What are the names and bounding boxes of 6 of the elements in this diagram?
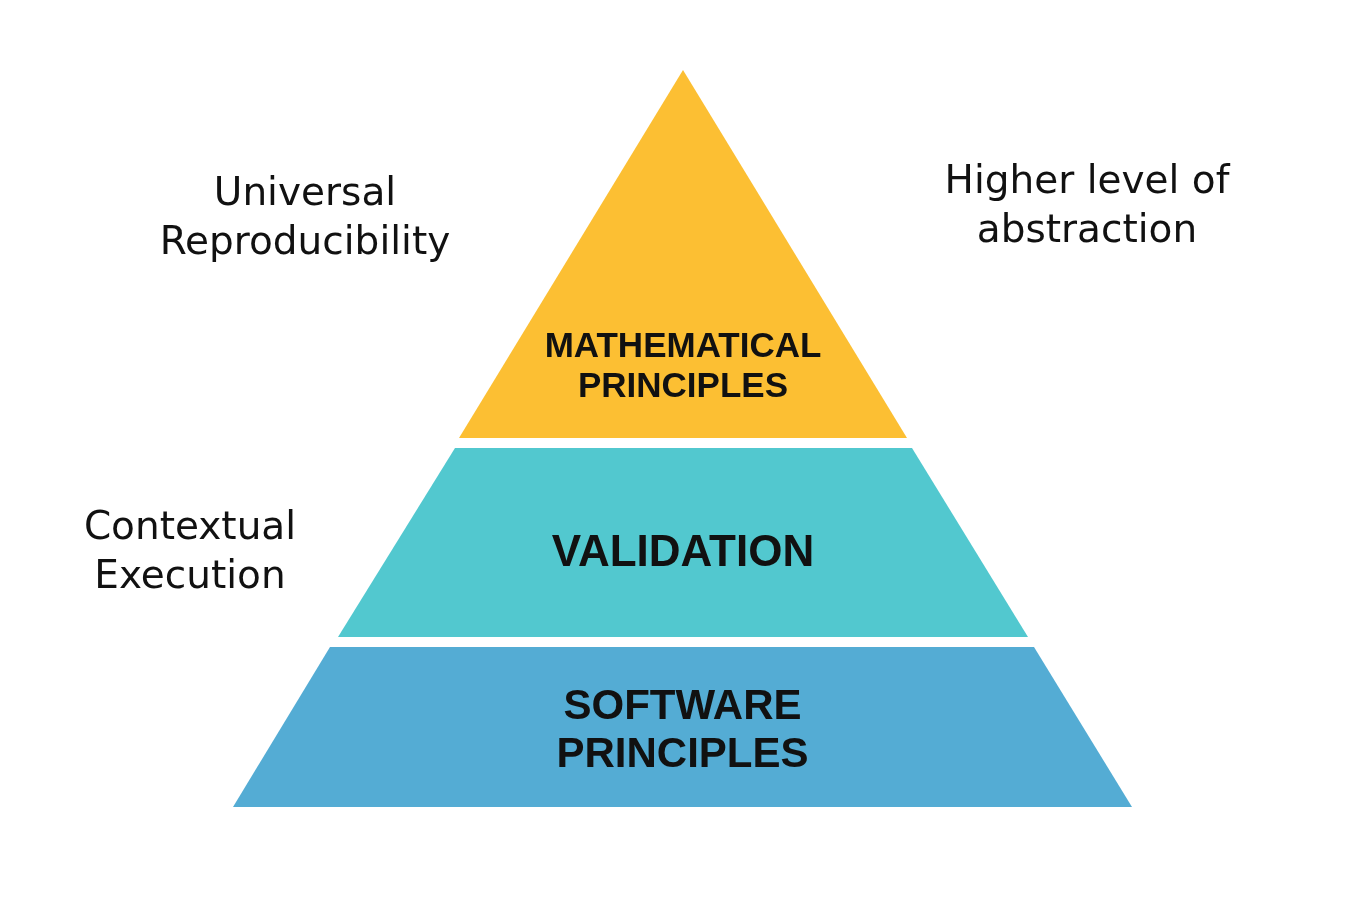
- tier-label: VALIDATION: [550, 526, 816, 577]
- side-label: Higher level of abstraction: [943, 156, 1232, 253]
- tier-label: SOFTWARE PRINCIPLES: [555, 681, 810, 778]
- side-label: Contextual Execution: [82, 502, 298, 599]
- tier-label: MATHEMATICAL PRINCIPLES: [543, 325, 823, 406]
- side-label: Universal Reproducibility: [158, 168, 452, 265]
